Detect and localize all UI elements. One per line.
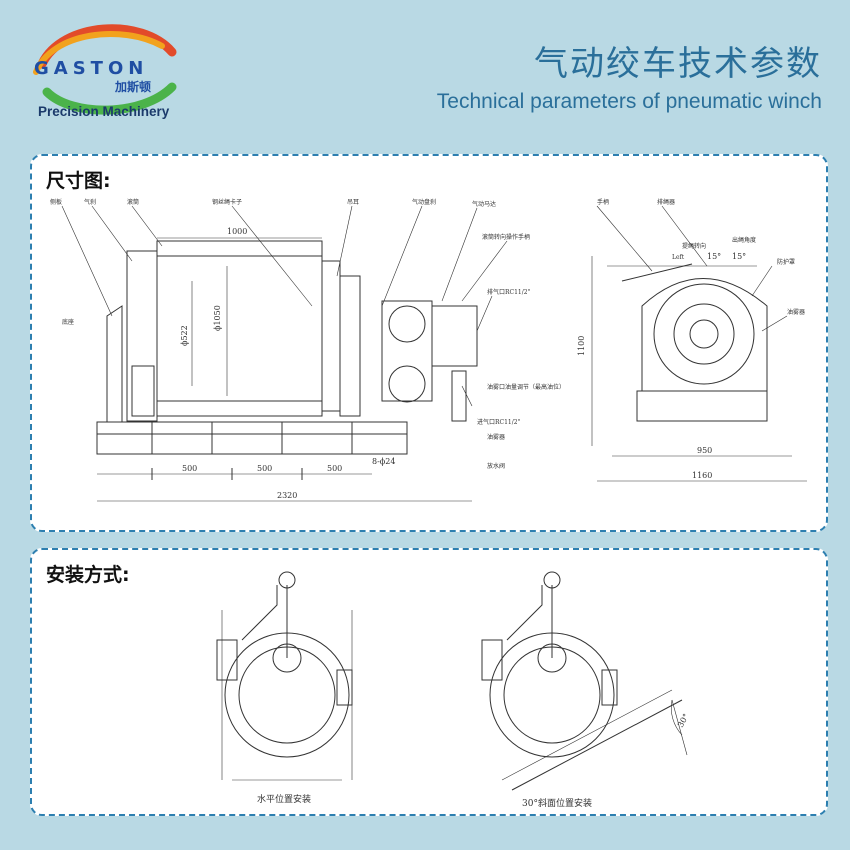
- callout-rope-guide: 排绳器: [657, 198, 675, 206]
- callout-guard: 防护罩: [777, 258, 795, 266]
- dim-overall-length: 2320: [277, 491, 297, 500]
- dim-base-seg3: 500: [327, 464, 342, 473]
- installation-label: 安装方式:: [46, 564, 130, 586]
- dimension-drawing: 1000 ϕ1050 ϕ522 500 500 500 8-ϕ24 2320 1…: [50, 198, 807, 502]
- front-housing-shape: [641, 278, 768, 391]
- callout-hand-lever: 手柄: [597, 198, 609, 206]
- callout-rope-direction: 提绳转向: [682, 242, 706, 250]
- brand-subtitle: Precision Machinery: [38, 104, 170, 119]
- callout-drum: 滚筒: [127, 198, 139, 206]
- logo-arc-icon: [33, 24, 177, 115]
- callout-handle: 滚筒转向操作手柄: [482, 233, 530, 241]
- dim-angle-left: 15°: [707, 252, 721, 261]
- inclined-angle-label: 30°: [676, 712, 691, 729]
- brand-logo: [22, 22, 192, 127]
- dim-drum-dia: ϕ522: [180, 325, 189, 346]
- inclined-install-figure: [481, 571, 688, 791]
- installation-drawing: 水平位置安装 30°斜面位置安装 30°: [216, 571, 691, 809]
- callout-filter: 油雾器: [487, 433, 505, 441]
- brand-name: GASTON: [34, 58, 149, 79]
- page-title: 气动绞车技术参数: [534, 44, 822, 84]
- dim-height: 1100: [577, 336, 586, 356]
- callout-lubricator: 油雾口油量调节（最高油位）: [487, 383, 565, 391]
- dim-base-seg2: 500: [257, 464, 272, 473]
- callout-base: 底座: [62, 318, 74, 326]
- callout-intake: 进气口RC11/2": [477, 418, 521, 426]
- brand-name-cn: 加斯顿: [115, 80, 152, 94]
- callout-oil: 油雾器: [787, 308, 805, 316]
- base-frame-shape: [96, 421, 408, 455]
- dim-angle-right: 15°: [732, 252, 746, 261]
- callout-air-motor: 气动马达: [472, 200, 496, 208]
- callout-lug: 吊耳: [347, 199, 359, 206]
- installation-panel: 安装方式:: [30, 548, 828, 816]
- dim-flange-dia: ϕ1050: [213, 305, 222, 331]
- callout-left: Left: [672, 254, 685, 261]
- callout-brake-cylinder: 气刹: [84, 198, 96, 206]
- horizontal-install-figure: [216, 571, 353, 781]
- dim-width-inner: 950: [697, 446, 712, 455]
- dimension-drawing-panel: 尺寸图:: [30, 154, 828, 532]
- callout-rope-out-angle: 出绳角度: [732, 236, 756, 244]
- horizontal-install-caption: 水平位置安装: [257, 793, 311, 805]
- dim-base-seg1: 500: [182, 464, 197, 473]
- callout-water-valve: 放水阀: [487, 462, 505, 470]
- front-base-shape: [636, 390, 768, 422]
- dim-width-outer: 1160: [692, 471, 712, 480]
- dim-bolt-holes: 8-ϕ24: [372, 457, 395, 466]
- inclined-install-caption: 30°斜面位置安装: [522, 797, 592, 809]
- callout-exhaust: 排气口RC11/2": [487, 288, 531, 296]
- callout-rope-clamp: 钢丝绳卡子: [212, 198, 242, 206]
- page-subtitle: Technical parameters of pneumatic winch: [436, 90, 822, 113]
- dim-drum-length: 1000: [227, 227, 247, 236]
- callout-side-plate: 侧板: [50, 198, 62, 206]
- dimension-drawing-label: 尺寸图:: [46, 170, 111, 192]
- callout-air-brake: 气动盘刹: [412, 198, 436, 206]
